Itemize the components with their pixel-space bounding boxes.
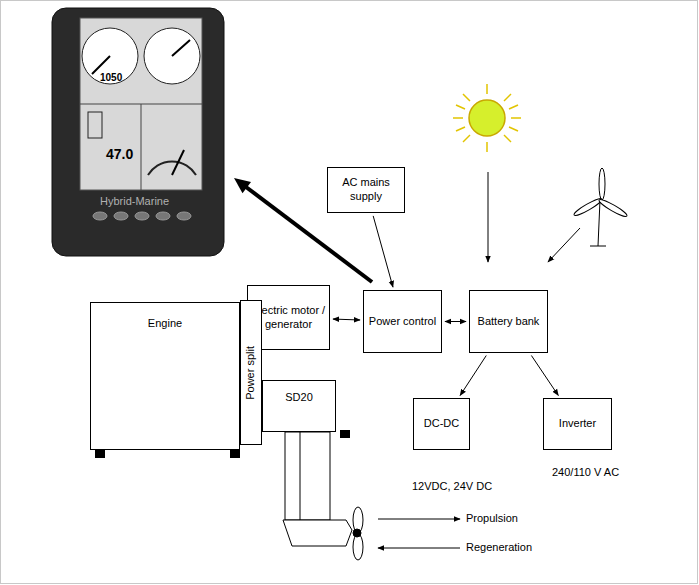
connector — [460, 356, 486, 396]
drive-foot — [340, 430, 350, 438]
gauge-reading: 1050 — [100, 72, 122, 83]
flow-label: Propulsion — [466, 512, 518, 524]
engine-foot — [230, 450, 240, 458]
sun-arrow — [488, 172, 489, 262]
inverter-box: Inverter — [543, 398, 612, 450]
sun-symbol — [453, 84, 521, 152]
propeller — [353, 507, 363, 560]
gauge-reading: 47.0 — [106, 146, 133, 162]
node-text: Power split — [244, 346, 258, 400]
node-text: Electric motor / generator — [251, 304, 326, 332]
node-text: Power control — [369, 315, 436, 329]
wind-arrow — [548, 228, 580, 262]
control-box: Power control — [363, 290, 442, 353]
output-label: 240/110 V AC — [552, 466, 619, 478]
engine-box: Engine — [90, 302, 240, 450]
regeneration-arrow — [378, 548, 460, 549]
drive-leg — [283, 432, 352, 546]
output-label: 12VDC, 24V DC — [412, 480, 492, 492]
wind-turbine — [573, 168, 629, 246]
drive-box: SD20 — [262, 380, 336, 432]
engine-foot — [95, 450, 105, 458]
propulsion-arrow — [378, 519, 460, 520]
brand-name: Hybrid-Marine — [100, 195, 169, 207]
node-text: AC mains supply — [331, 176, 401, 204]
connector — [445, 321, 466, 322]
node-text: DC-DC — [424, 417, 459, 431]
node-text: Engine — [148, 317, 182, 331]
battery-box: Battery bank — [469, 290, 548, 353]
node-text: Inverter — [559, 417, 596, 431]
flow-label: Regeneration — [466, 541, 532, 553]
connector — [373, 216, 393, 287]
power-split-box: Power split — [240, 300, 262, 445]
connector — [531, 355, 558, 395]
connector — [333, 319, 360, 321]
converter-box: DC-DC — [413, 398, 470, 450]
source-box: AC mains supply — [327, 167, 405, 213]
display-arrowhead — [234, 178, 251, 193]
display-device — [52, 8, 224, 256]
node-text: Battery bank — [478, 315, 540, 329]
node-text: SD20 — [285, 391, 313, 405]
